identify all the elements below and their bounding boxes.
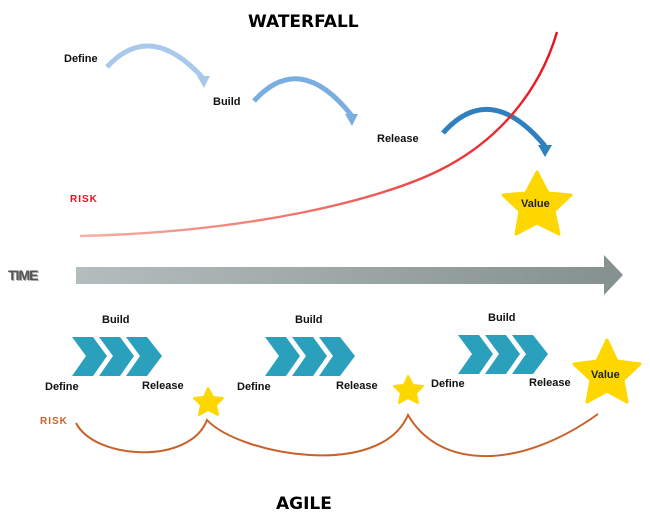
agile-iter3-build: Build: [488, 312, 516, 324]
agile-risk-label: RISK: [40, 416, 68, 427]
agile-iter3-define: Define: [431, 378, 465, 390]
agile-chevrons-1: [72, 337, 162, 376]
time-arrow: [76, 255, 623, 295]
agile-iter2-build: Build: [295, 314, 323, 326]
agile-risk-curve: [75, 412, 599, 458]
agile-chevrons-3: [458, 335, 548, 374]
agile-title: AGILE: [276, 494, 332, 514]
agile-value-label: Value: [591, 369, 620, 381]
agile-iter2-define: Define: [237, 381, 271, 393]
time-label: TIME: [8, 267, 38, 283]
agile-iter2-release: Release: [336, 380, 378, 392]
waterfall-step-define: Define: [64, 53, 98, 65]
waterfall-risk-curve: [79, 31, 559, 238]
waterfall-value-star: [501, 170, 573, 236]
agile-iter1-release: Release: [142, 380, 184, 392]
waterfall-step-release: Release: [377, 133, 419, 145]
agile-iter1-build: Build: [102, 314, 130, 326]
waterfall-arrow-define-build: [105, 43, 210, 88]
waterfall-step-build: Build: [213, 96, 241, 108]
waterfall-arrow-build-release: [252, 76, 358, 126]
agile-value-star: [572, 338, 642, 404]
waterfall-risk-label: RISK: [70, 194, 98, 205]
agile-release-star-1: [193, 387, 224, 416]
agile-iter3-release: Release: [529, 377, 571, 389]
agile-chevrons-2: [265, 337, 355, 376]
waterfall-value-label: Value: [521, 198, 550, 210]
agile-release-star-2: [393, 375, 424, 404]
waterfall-arrow-release-value: [441, 106, 552, 157]
agile-iter1-define: Define: [45, 381, 79, 393]
waterfall-title: WATERFALL: [248, 12, 359, 32]
